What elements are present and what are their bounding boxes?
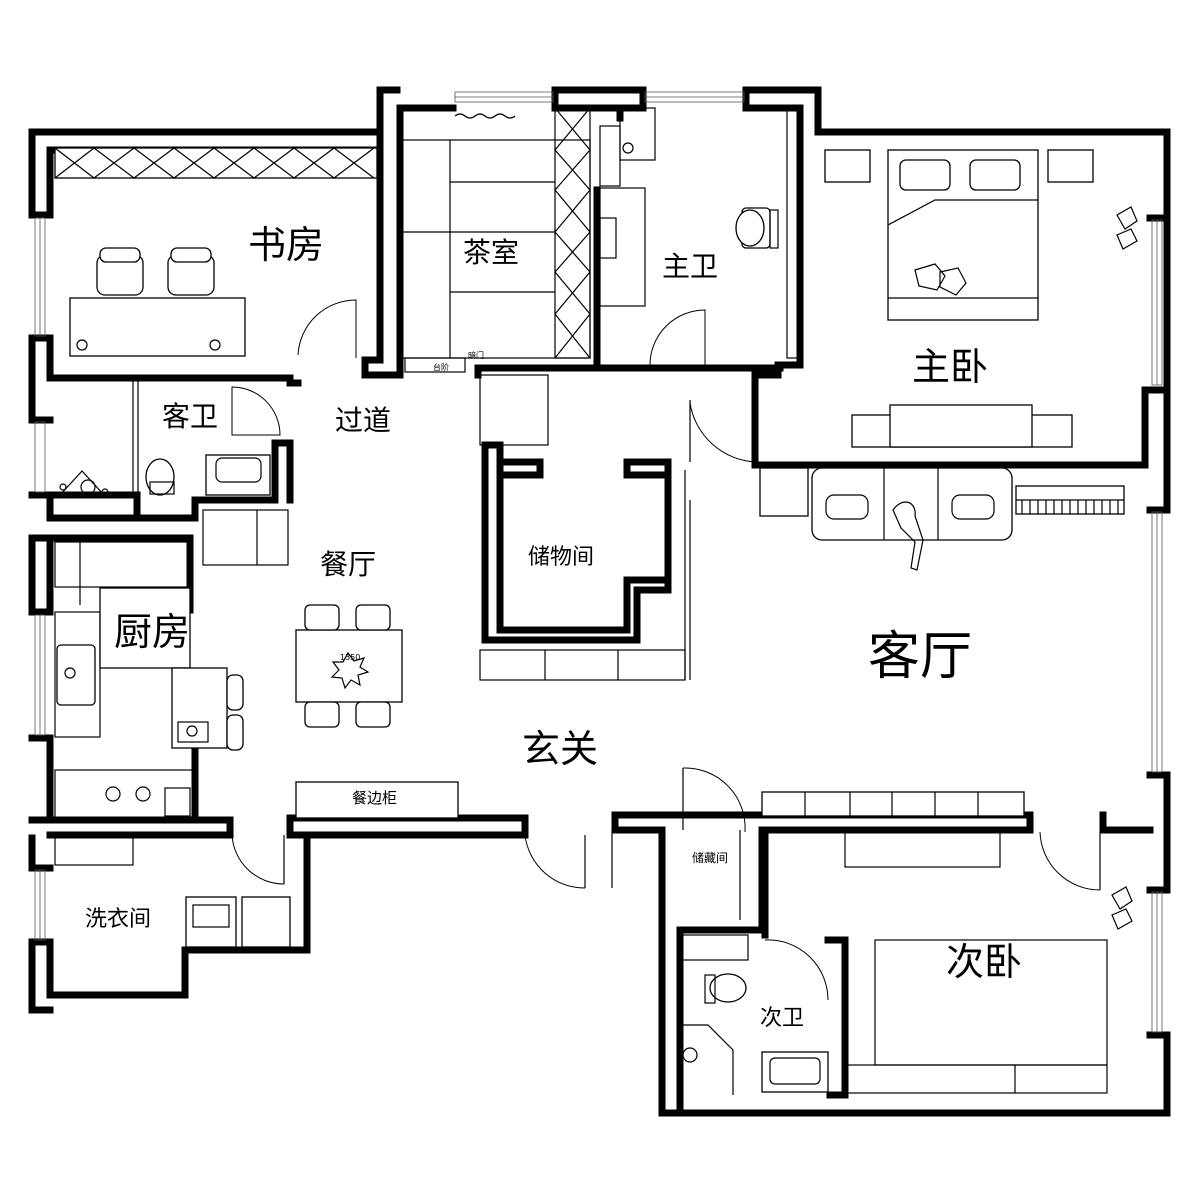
guest-bath-furniture [59, 378, 281, 496]
windows [34, 91, 1163, 1033]
laundry-furniture [54, 834, 291, 948]
label-study: 书房 [248, 223, 324, 267]
label-second-bath: 次卫 [760, 1006, 804, 1031]
kitchen-furniture [54, 541, 244, 819]
label-sideboard: 餐边柜 [352, 789, 397, 807]
room-labels: 书房 茶室 主卫 主卧 客卫 过道 储物间 餐厅 厨房 客厅 玄关 餐边柜 储藏… [85, 223, 1022, 1031]
storage-room-details [479, 374, 691, 681]
label-laundry: 洗衣间 [85, 907, 151, 932]
label-store-closet: 储藏间 [692, 850, 728, 865]
entrance-details [524, 767, 746, 920]
second-bath-furniture [679, 934, 829, 1095]
label-master-bath: 主卫 [662, 250, 718, 283]
label-hidden-door: 暗门 [468, 350, 484, 360]
label-storage-room: 储物间 [528, 545, 594, 570]
label-corridor: 过道 [335, 404, 391, 437]
label-guest-bath: 客卫 [162, 400, 218, 433]
tea-room-furniture [399, 107, 591, 373]
label-second-bedroom: 次卧 [946, 940, 1022, 984]
label-counter: 台阶 [433, 362, 449, 372]
label-entrance: 玄关 [522, 727, 598, 771]
label-dining-room: 餐厅 [320, 548, 376, 581]
label-master-bedroom: 主卧 [912, 345, 988, 389]
label-tea-room: 茶室 [463, 236, 519, 269]
label-living-room: 客厅 [868, 627, 972, 687]
second-bedroom-furniture [844, 831, 1133, 1094]
dining-furniture [202, 509, 459, 819]
master-bath-furniture [599, 107, 801, 366]
structural-walls [28, 86, 1171, 1117]
master-bedroom-furniture [689, 149, 1138, 463]
label-kitchen: 厨房 [114, 610, 190, 654]
living-room-furniture [759, 467, 1125, 817]
study-furniture [54, 147, 378, 358]
label-table-size: 1350 [340, 653, 360, 662]
